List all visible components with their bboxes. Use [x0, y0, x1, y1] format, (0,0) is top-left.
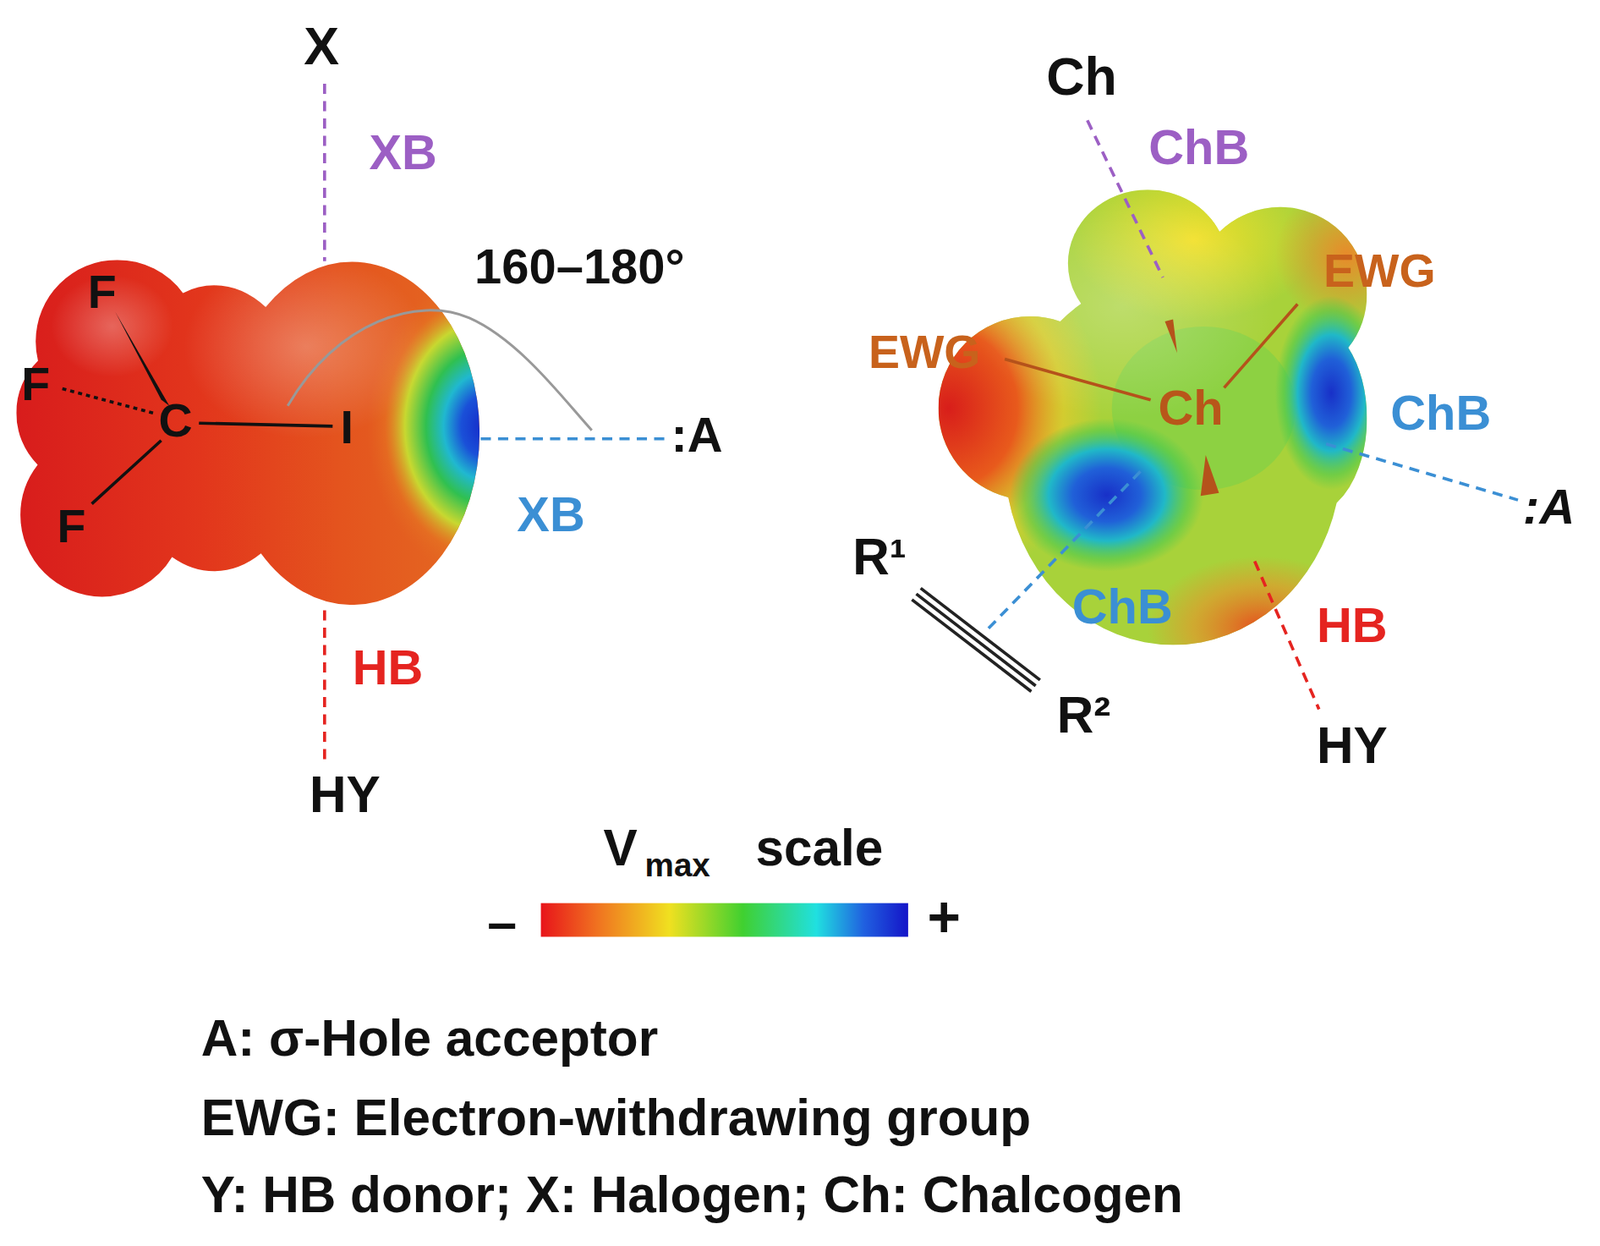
atom-label: X	[303, 19, 340, 73]
triple-bond	[911, 587, 1041, 691]
key-note: Y: HB donor; X: Halogen; Ch: Chalcogen	[201, 1168, 1184, 1220]
xb-dash-top	[323, 83, 327, 262]
substituent-label: R²	[1057, 688, 1112, 740]
bond-type-label: XB	[516, 490, 585, 540]
atom-label: F	[87, 269, 117, 318]
esp-surface: FFCIF	[5, 229, 495, 628]
scale-minus: –	[487, 894, 517, 948]
acceptor-label: :A	[671, 410, 724, 461]
atom-label: F	[21, 361, 50, 409]
scale-title: scale	[755, 821, 883, 872]
bond-type-label: ChB	[1072, 582, 1173, 632]
key-note: EWG: Electron-withdrawing group	[201, 1091, 1031, 1143]
color-scale-bar	[541, 903, 909, 937]
angle-label: 160–180°	[474, 242, 685, 292]
group-label: EWG	[1323, 247, 1436, 296]
atom-label: I	[340, 404, 354, 452]
bond-type-label: XB	[368, 128, 437, 178]
acceptor-label: :A	[1523, 482, 1575, 532]
substituent-label: R¹	[852, 530, 907, 581]
scale-title: V	[603, 821, 638, 872]
donor-label: HY	[309, 768, 381, 820]
hb-dash-left	[323, 609, 327, 760]
xb-dash-right	[480, 437, 665, 441]
bond-type-label: HB	[352, 643, 424, 693]
donor-label: HY	[1316, 719, 1388, 771]
scale-plus: +	[926, 887, 960, 946]
bond-type-label: HB	[1316, 601, 1388, 651]
atom-label: Ch	[1158, 383, 1224, 433]
atom-label: F	[57, 503, 87, 551]
scale-title-subscript: max	[645, 849, 711, 883]
key-note: A: σ-Hole acceptor	[201, 1012, 658, 1064]
bond-type-label: ChB	[1390, 389, 1491, 439]
group-label: EWG	[868, 329, 981, 378]
atom-label: C	[158, 398, 192, 446]
atom-label: Ch	[1046, 49, 1118, 104]
esp-surface-cf3i	[5, 229, 495, 628]
bond-type-label: ChB	[1148, 123, 1250, 173]
